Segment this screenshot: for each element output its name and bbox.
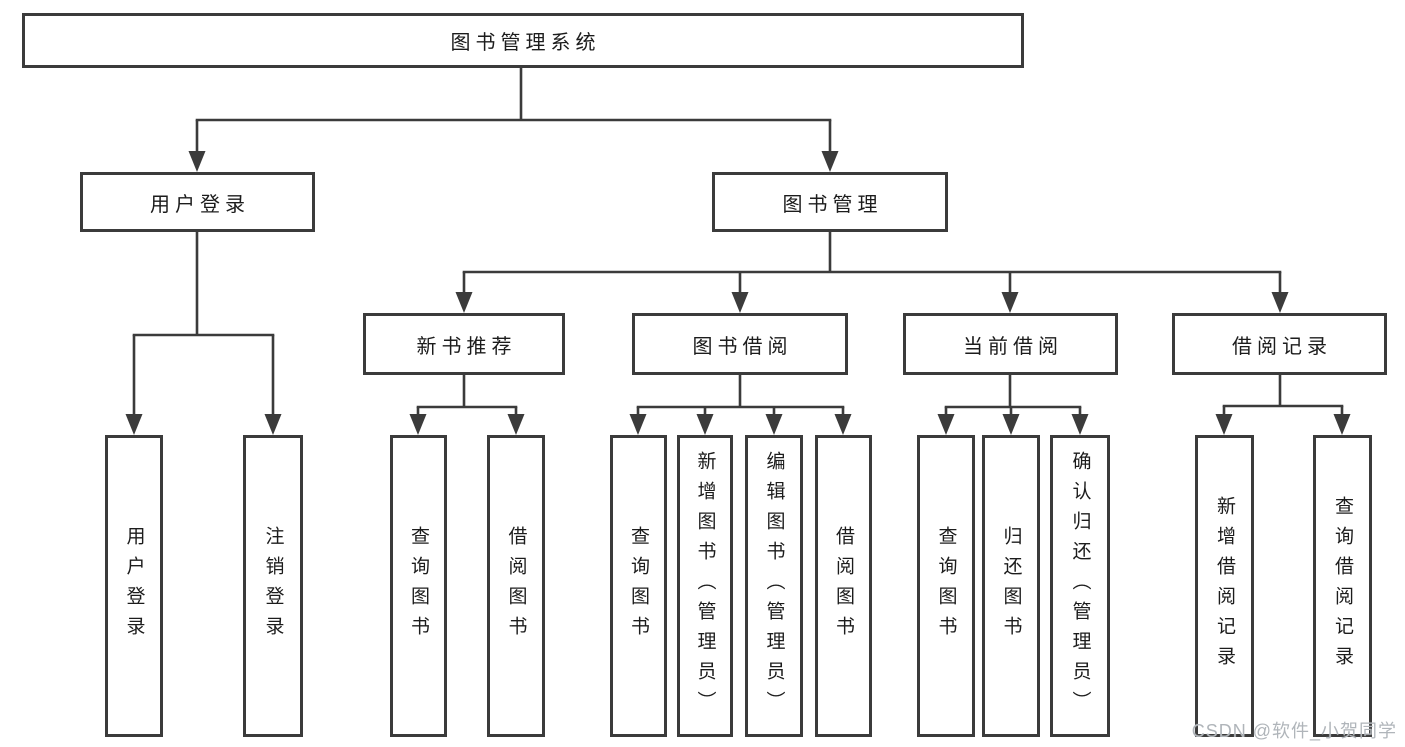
connector-user-login-children <box>125 232 282 435</box>
node-current-borrow: 当前借阅 <box>903 313 1118 375</box>
leaf-borrow-books-2: 借阅图书 <box>815 435 872 737</box>
leaf-logout: 注销登录 <box>243 435 303 737</box>
leaf-add-borrow-record: 新增借阅记录 <box>1195 435 1254 737</box>
node-book-management: 图书管理 <box>712 172 948 232</box>
leaf-query-books-1: 查询图书 <box>390 435 447 737</box>
leaf-user-login: 用户登录 <box>105 435 163 737</box>
connector-borrow-records-children <box>1215 375 1351 435</box>
node-new-book-recommend-label: 新书推荐 <box>416 335 517 358</box>
node-root-system: 图书管理系统 <box>22 13 1024 68</box>
leaf-query-books-2: 查询图书 <box>610 435 667 737</box>
node-book-borrow-label: 图书借阅 <box>692 335 793 358</box>
leaf-confirm-return-admin: 确认归还（管理员） <box>1050 435 1110 737</box>
leaf-borrow-books-2-label: 借阅图书 <box>833 526 854 646</box>
leaf-query-books-3-label: 查询图书 <box>935 526 957 646</box>
connector-root-children <box>188 68 839 172</box>
leaf-edit-books-admin-label: 编辑图书（管理员） <box>763 451 785 721</box>
node-user-login-label: 用户登录 <box>150 193 250 216</box>
leaf-return-books: 归还图书 <box>982 435 1040 737</box>
leaf-query-borrow-record: 查询借阅记录 <box>1313 435 1372 737</box>
leaf-query-books-3: 查询图书 <box>917 435 975 737</box>
node-user-login: 用户登录 <box>80 172 315 232</box>
connector-current-borrow-children <box>937 375 1089 435</box>
leaf-return-books-label: 归还图书 <box>1000 526 1022 646</box>
node-root-system-label: 图书管理系统 <box>450 32 601 54</box>
leaf-confirm-return-admin-label: 确认归还（管理员） <box>1069 451 1091 721</box>
leaf-add-borrow-record-label: 新增借阅记录 <box>1214 496 1235 676</box>
leaf-edit-books-admin: 编辑图书（管理员） <box>745 435 803 737</box>
leaf-add-books-admin-label: 新增图书（管理员） <box>694 451 716 721</box>
leaf-query-books-1-label: 查询图书 <box>408 526 429 646</box>
csdn-watermark: CSDN @软件_小贺同学 <box>1191 721 1397 741</box>
connector-new-book-rec-children <box>409 375 525 435</box>
node-borrow-records-label: 借阅记录 <box>1232 335 1332 358</box>
leaf-logout-label: 注销登录 <box>262 526 284 646</box>
node-book-borrow: 图书借阅 <box>632 313 848 375</box>
connector-book-borrow-children <box>629 375 852 435</box>
node-book-management-label: 图书管理 <box>782 193 883 216</box>
leaf-borrow-books-1: 借阅图书 <box>487 435 545 737</box>
node-new-book-recommend: 新书推荐 <box>363 313 565 375</box>
node-borrow-records: 借阅记录 <box>1172 313 1387 375</box>
leaf-borrow-books-1-label: 借阅图书 <box>505 526 527 646</box>
node-current-borrow-label: 当前借阅 <box>963 335 1063 358</box>
leaf-user-login-label: 用户登录 <box>123 526 145 646</box>
leaf-add-books-admin: 新增图书（管理员） <box>677 435 733 737</box>
connector-book-mgmt-children <box>455 232 1289 313</box>
leaf-query-borrow-record-label: 查询借阅记录 <box>1332 496 1353 676</box>
leaf-query-books-2-label: 查询图书 <box>628 526 649 646</box>
